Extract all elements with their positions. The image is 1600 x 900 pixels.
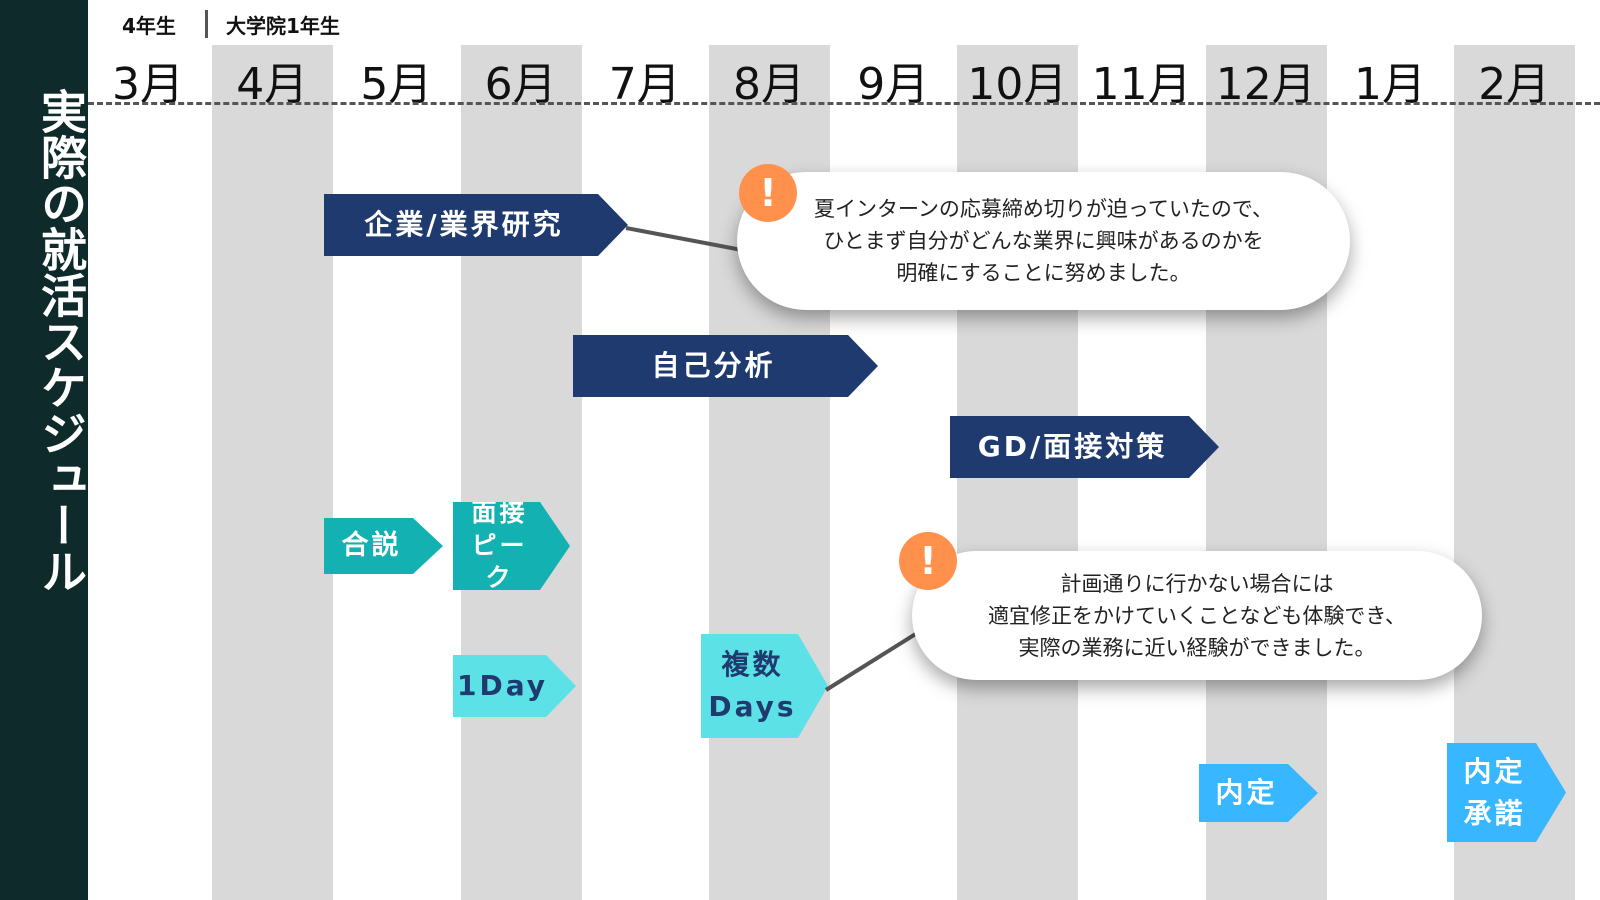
warning-icon: !: [739, 164, 797, 222]
month-label: 1月: [1354, 59, 1426, 110]
month-label: 7月: [608, 59, 681, 110]
month-label: 4月: [236, 59, 309, 110]
arrow-self-analysis: 自己分析: [573, 335, 878, 397]
sidebar: 実際の就活スケジュール: [0, 0, 88, 900]
arrow-oneday: 1Day: [453, 655, 576, 717]
year-divider: [205, 10, 208, 38]
month-label: 10月: [967, 59, 1068, 110]
arrow-multi-days: 複数Days: [701, 634, 828, 738]
month-label: 11月: [1091, 59, 1192, 110]
arrow-research: 企業/業界研究: [324, 194, 628, 256]
month-column-band: [212, 45, 334, 900]
month-label: 6月: [484, 59, 557, 110]
note-bubble-2: 計画通りに行かない場合には適宜修正をかけていくことなども体験でき、実際の業務に近…: [912, 551, 1482, 680]
page-title: 実際の就活スケジュール: [34, 88, 88, 594]
year-label-4th: 4年生: [122, 14, 176, 38]
month-column-band: [460, 45, 582, 900]
warning-icon: !: [899, 532, 957, 590]
month-label: 12月: [1215, 59, 1316, 110]
month-label: 3月: [112, 59, 184, 110]
year-label-grad1: 大学院1年生: [226, 14, 340, 38]
month-label: 5月: [360, 59, 433, 110]
arrow-gd: GD/面接対策: [950, 416, 1219, 478]
note-bubble-1: 夏インターンの応募締め切りが迫っていたので、ひとまず自分がどんな業界に興味がある…: [737, 172, 1350, 310]
month-label: 8月: [733, 59, 805, 110]
header-divider: [88, 102, 1600, 105]
month-label: 9月: [857, 59, 930, 110]
month-label: 2月: [1478, 59, 1551, 110]
